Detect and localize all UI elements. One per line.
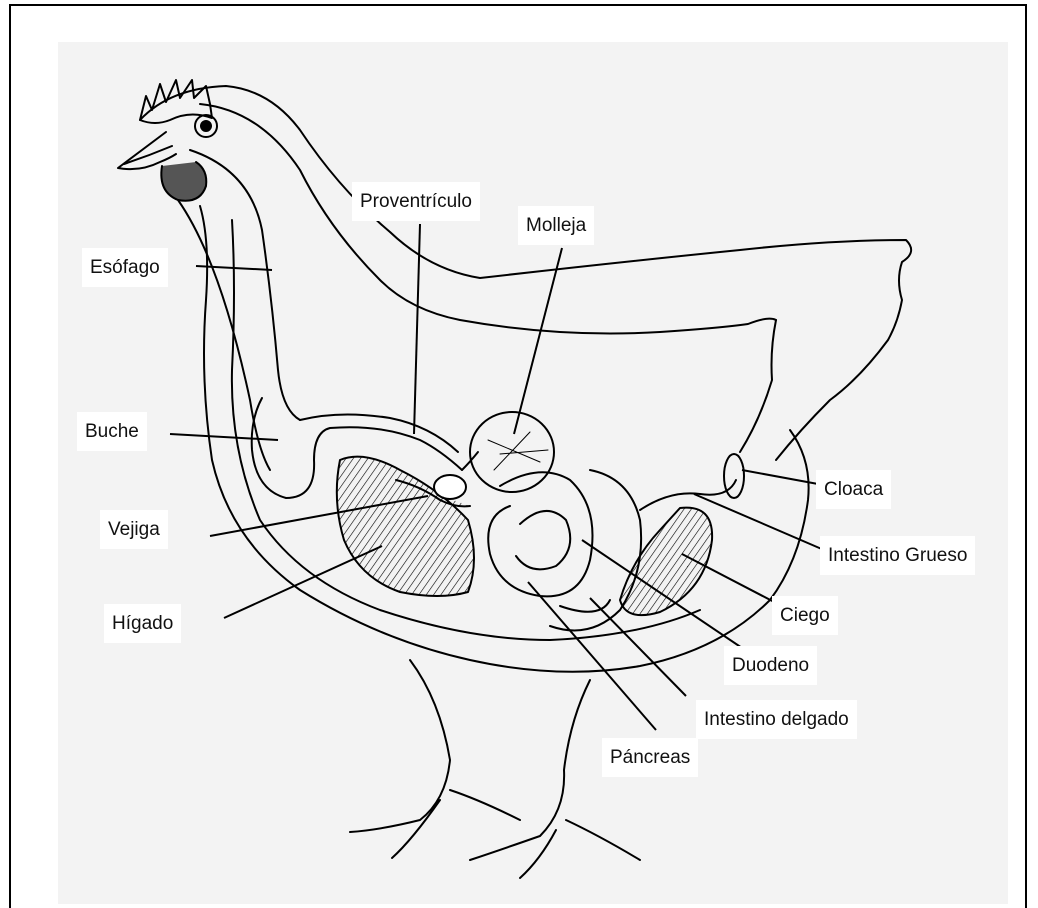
label-higado: Hígado [104,604,181,643]
pupil [201,121,211,131]
label-proventriculo: Proventrículo [352,182,480,221]
label-pancreas: Páncreas [602,738,698,777]
label-esofago: Esófago [82,248,168,287]
label-duodeno: Duodeno [724,646,817,685]
label-ciego: Ciego [772,596,838,635]
label-intestino-grueso: Intestino Grueso [820,536,975,575]
label-cloaca: Cloaca [816,470,891,509]
label-intestino-delgado: Intestino delgado [696,700,857,739]
label-buche: Buche [77,412,147,451]
label-molleja: Molleja [518,206,594,245]
wattle [161,162,206,201]
label-vejiga: Vejiga [100,510,168,549]
